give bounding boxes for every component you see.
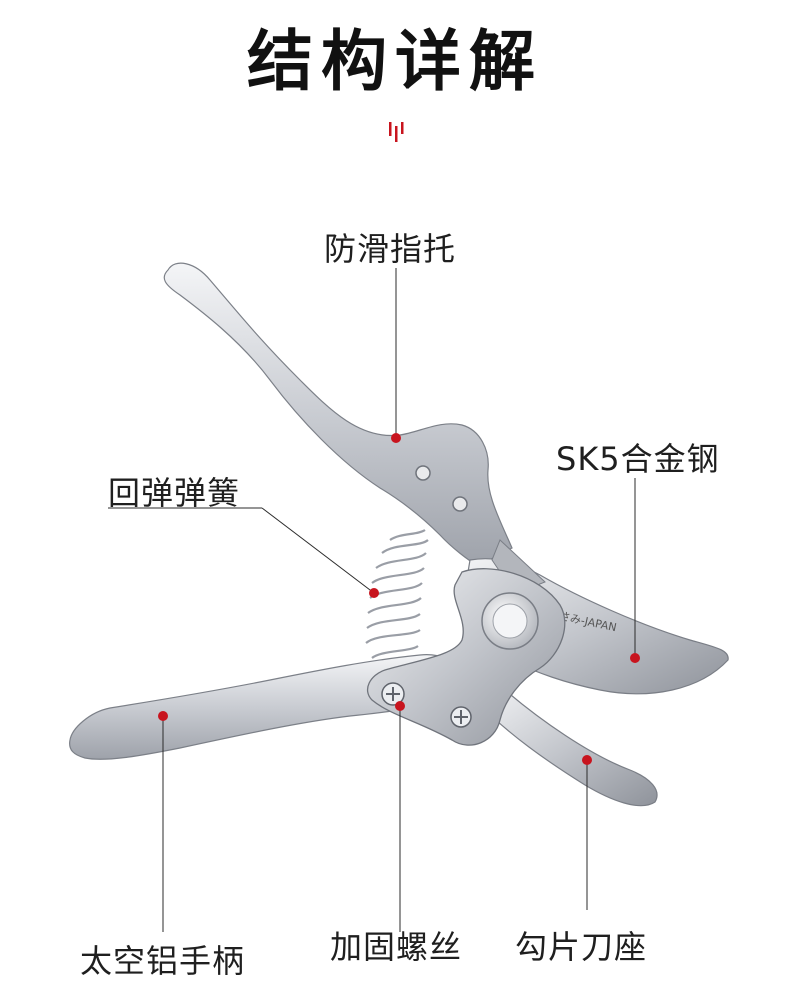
rivet: [452, 496, 468, 512]
rivet: [415, 465, 431, 481]
callout-dots: [158, 433, 640, 765]
screw-icon: [381, 682, 405, 706]
accent-mark-icon: [389, 122, 404, 142]
callout-leaders: [108, 268, 636, 932]
anvil-blade: [479, 689, 658, 807]
callout-blade-label: SK5合金钢: [556, 440, 720, 478]
upper-handle: [163, 262, 513, 567]
screw-icon: [450, 706, 472, 728]
callout-anvil-label: 勾片刀座: [515, 928, 648, 966]
callout-finger-rest-label: 防滑指托: [324, 230, 457, 268]
callout-screw-label: 加固螺丝: [330, 928, 463, 966]
page-title: 结构详解: [247, 22, 543, 100]
callout-spring-label: 回弹弹簧: [108, 474, 241, 512]
callout-handle-label: 太空铝手柄: [80, 942, 246, 980]
